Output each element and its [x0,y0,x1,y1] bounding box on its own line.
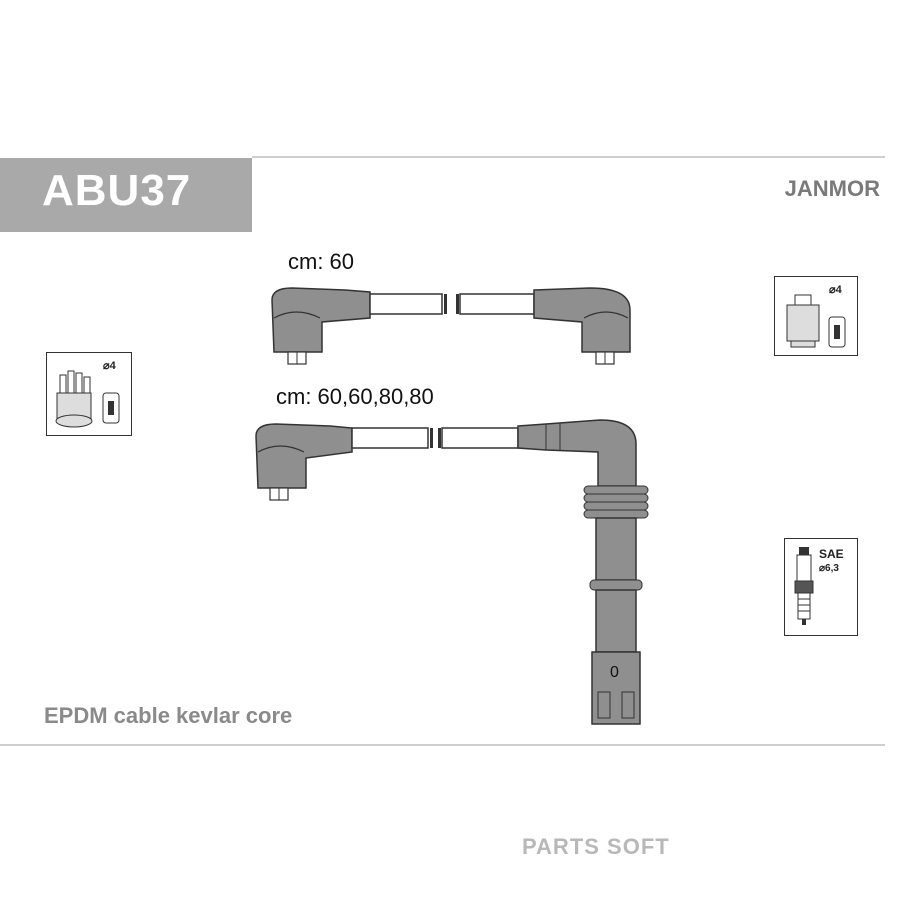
right-boot-shape [533,287,631,353]
spark-plug-diameter: ⌀6,3 [819,563,839,574]
plug-boot-elbow [517,419,637,487]
left-boot2-shape [255,423,353,489]
plug-boot-bellows [583,485,649,519]
brand-name: JANMOR [784,176,880,201]
title-box [0,158,252,232]
spark-plug-standard: SAE [819,547,844,561]
left-boot-shape [271,287,371,353]
wire-set-2-length: cm: 60,60,80,80 [276,384,434,409]
wire-set-1-length: cm: 60 [288,249,355,274]
distributor-thumbnail: ⌀4 [46,352,132,436]
cable-segment-right [459,293,535,315]
plug-connector-marking: 0 [610,664,619,681]
wire-60-80-drawing [255,419,649,725]
cable2-segment-right [441,427,519,449]
ignition-coil-icon [786,294,846,348]
cable-description: EPDM cable kevlar core [44,703,293,728]
distributor-cap-icon [55,370,120,428]
plug-boot-tube-upper [595,517,637,581]
distributor-diameter: ⌀4 [103,360,116,372]
part-number: ABU37 [42,166,192,215]
coil-diameter: ⌀4 [829,284,842,296]
plug-boot-tube-lower [595,589,637,653]
spark-plug-thumbnail: SAE ⌀6,3 [784,538,858,636]
coil-thumbnail: ⌀4 [774,276,858,356]
cable-segment-left [369,293,443,315]
watermark: PARTS SOFT [522,834,670,859]
wire-60-drawing [271,287,631,365]
cable2-segment-left [351,427,429,449]
plug-boot-tip [591,651,641,725]
spark-plug-icon [794,547,814,625]
plug-boot-ring [589,579,643,591]
